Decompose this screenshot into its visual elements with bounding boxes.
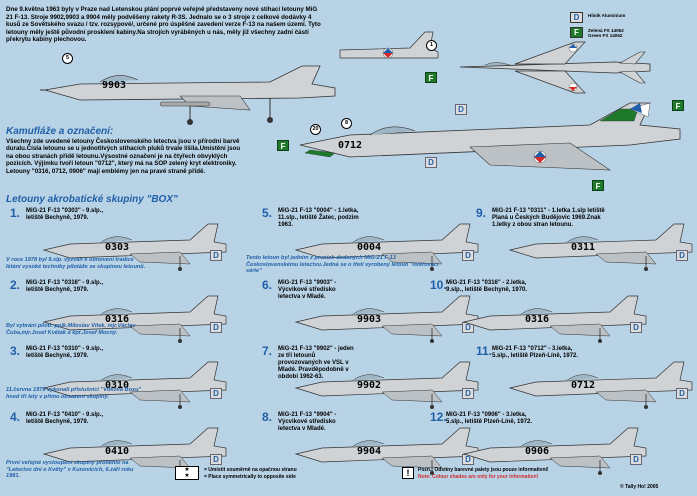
aircraft-caption: MiG-21 F-13 "9903" - Výcvikové středisko…	[278, 280, 337, 300]
aircraft-serial: 9904	[357, 446, 382, 457]
box-title: Letouny akrobatické skupiny "BOX"	[6, 194, 178, 205]
color-label-d: D	[210, 388, 222, 399]
note-3: 11.června 1979 vykonali příslušníci "Vít…	[6, 387, 142, 400]
aircraft-caption: MiG-21 F-13 "0303" - 9.slp., letiště Bec…	[26, 208, 104, 221]
aircraft-serial: 9902	[357, 380, 382, 391]
aircraft-serial: 0311	[571, 242, 596, 253]
aircraft-serial: 0906	[525, 446, 550, 457]
legend-d-swatch: D	[570, 12, 583, 23]
side-serial: 9903	[102, 80, 127, 91]
aircraft-caption: MiG-21 F-13 "0906" - 3.letka, 5.slp., le…	[446, 412, 533, 425]
jet-profile	[294, 361, 479, 409]
color-label-d: D	[210, 322, 222, 333]
copyright: © Tally Ho! 2005	[620, 484, 659, 490]
jet-profile	[42, 295, 227, 343]
jet-top-view	[455, 40, 655, 95]
warning-icon: !	[402, 467, 414, 479]
callout-20: 20	[310, 124, 321, 135]
aircraft-number: 6.	[262, 278, 273, 292]
note-4: První veřejné vystoupení skupiny proběhl…	[6, 460, 134, 480]
aircraft-number: 2.	[10, 278, 21, 292]
aircraft-number: 11.	[476, 344, 493, 358]
color-label-d: D	[210, 454, 222, 465]
aircraft-serial: 0310	[105, 380, 130, 391]
note-2: Byl vybrání piloti: pplk.Miloslav Vítek,…	[6, 323, 136, 336]
color-label-d: D	[425, 157, 437, 168]
aircraft-caption: MiG-21 F-13 "0316" - 9.slp., letiště Bec…	[26, 280, 104, 293]
intro-text: Dne 9.května 1963 byly v Praze nad Leten…	[6, 6, 321, 44]
color-label-d: D	[676, 250, 688, 261]
jet-profile	[508, 361, 693, 409]
camo-title: Kamufláže a označení:	[6, 126, 114, 137]
jet-three-quarter-0712: 0712	[290, 95, 690, 175]
jet-tail-roundel	[330, 20, 440, 70]
footer-star-2: = Place symmetrically to opposite side	[204, 474, 296, 480]
footer-star-1: = Umístit souměrně na opačnou stranu	[204, 467, 297, 473]
aircraft-caption: MiG-21 F-13 "0004" - 1.letka, 11.slp., l…	[278, 208, 359, 228]
aircraft-serial: 0316	[105, 314, 130, 325]
aircraft-number: 1.	[10, 206, 21, 220]
note-1: V roce 1978 byl 9.slp. vyzván k obnovení…	[6, 257, 146, 270]
aircraft-caption: MiG-21 F-13 "0310" - 9.slp., letiště Bec…	[26, 346, 104, 359]
color-label-d: D	[630, 322, 642, 333]
aircraft-caption: MiG-21 F-13 "0316" - 2.letka, 9.slp., le…	[446, 280, 528, 293]
legend-f-text: Zelená FS 14062 Green FS 14062	[588, 28, 624, 38]
color-label-d: D	[462, 250, 474, 261]
note-tento: Tento letoun byl jedním z prvních dodaný…	[246, 255, 439, 275]
legend-f-swatch: F	[570, 27, 583, 38]
color-label-d: D	[210, 250, 222, 261]
callout-1: 1	[426, 40, 437, 51]
callout-8: 8	[341, 118, 352, 129]
footer-warn-1: Pozn.: Odstíny barevné palety jsou pouze…	[418, 467, 549, 473]
aircraft-serial: 0004	[357, 242, 382, 253]
star-legend-icon: ★★	[175, 466, 199, 480]
jet-profile	[294, 427, 479, 475]
aircraft-caption: MiG-21 F-13 "9904" - Výcvikové středisko…	[278, 412, 337, 432]
jet-side-view-9903: 9903	[40, 58, 340, 128]
aircraft-number: 4.	[10, 410, 21, 424]
aircraft-number: 3.	[10, 344, 21, 358]
aircraft-number: 5.	[262, 206, 273, 220]
aircraft-serial: 0712	[571, 380, 596, 391]
camo-text: Všechny zde uvedené letouny Českoslovens…	[6, 138, 241, 175]
aircraft-serial: 0410	[105, 446, 130, 457]
three-quarter-serial: 0712	[338, 140, 363, 151]
aircraft-serial: 9903	[357, 314, 382, 325]
aircraft-number: 8.	[262, 410, 273, 424]
aircraft-caption: MiG-21 F-13 "0311" - 1.letka 1.slp letiš…	[492, 208, 605, 228]
footer-warn-2: Note: Colour shades are only for your in…	[418, 474, 539, 480]
color-label-f: F	[672, 100, 684, 111]
color-label-d: D	[676, 388, 688, 399]
color-label-d: D	[462, 388, 474, 399]
color-label-d: D	[455, 104, 467, 115]
aircraft-serial: 0316	[525, 314, 550, 325]
color-label-d: D	[630, 454, 642, 465]
jet-profile	[42, 223, 227, 271]
jet-profile	[462, 295, 647, 343]
color-label-f: F	[277, 140, 289, 151]
aircraft-number: 10.	[430, 278, 447, 292]
aircraft-caption: MiG-21 F-13 "9902" - jeden ze tří letoun…	[278, 346, 354, 380]
jet-profile	[294, 295, 479, 343]
color-label-f: F	[425, 72, 437, 83]
legend-d-text: Hliník Aluminium	[588, 13, 626, 18]
aircraft-number: 7.	[262, 344, 273, 358]
aircraft-number: 12.	[430, 410, 447, 424]
aircraft-number: 9.	[476, 206, 487, 220]
jet-profile	[508, 223, 693, 271]
callout-5: 5	[62, 53, 73, 64]
color-label-f: F	[592, 180, 604, 191]
jet-profile	[294, 223, 479, 271]
aircraft-caption: MiG-21 F-13 "0712" - 3.letka, 5.slp., le…	[492, 346, 579, 359]
jet-profile	[42, 361, 227, 409]
jet-profile	[462, 427, 647, 475]
aircraft-serial: 0303	[105, 242, 130, 253]
aircraft-caption: MiG-21 F-13 "0410" - 9.slp., letiště Bec…	[26, 412, 104, 425]
